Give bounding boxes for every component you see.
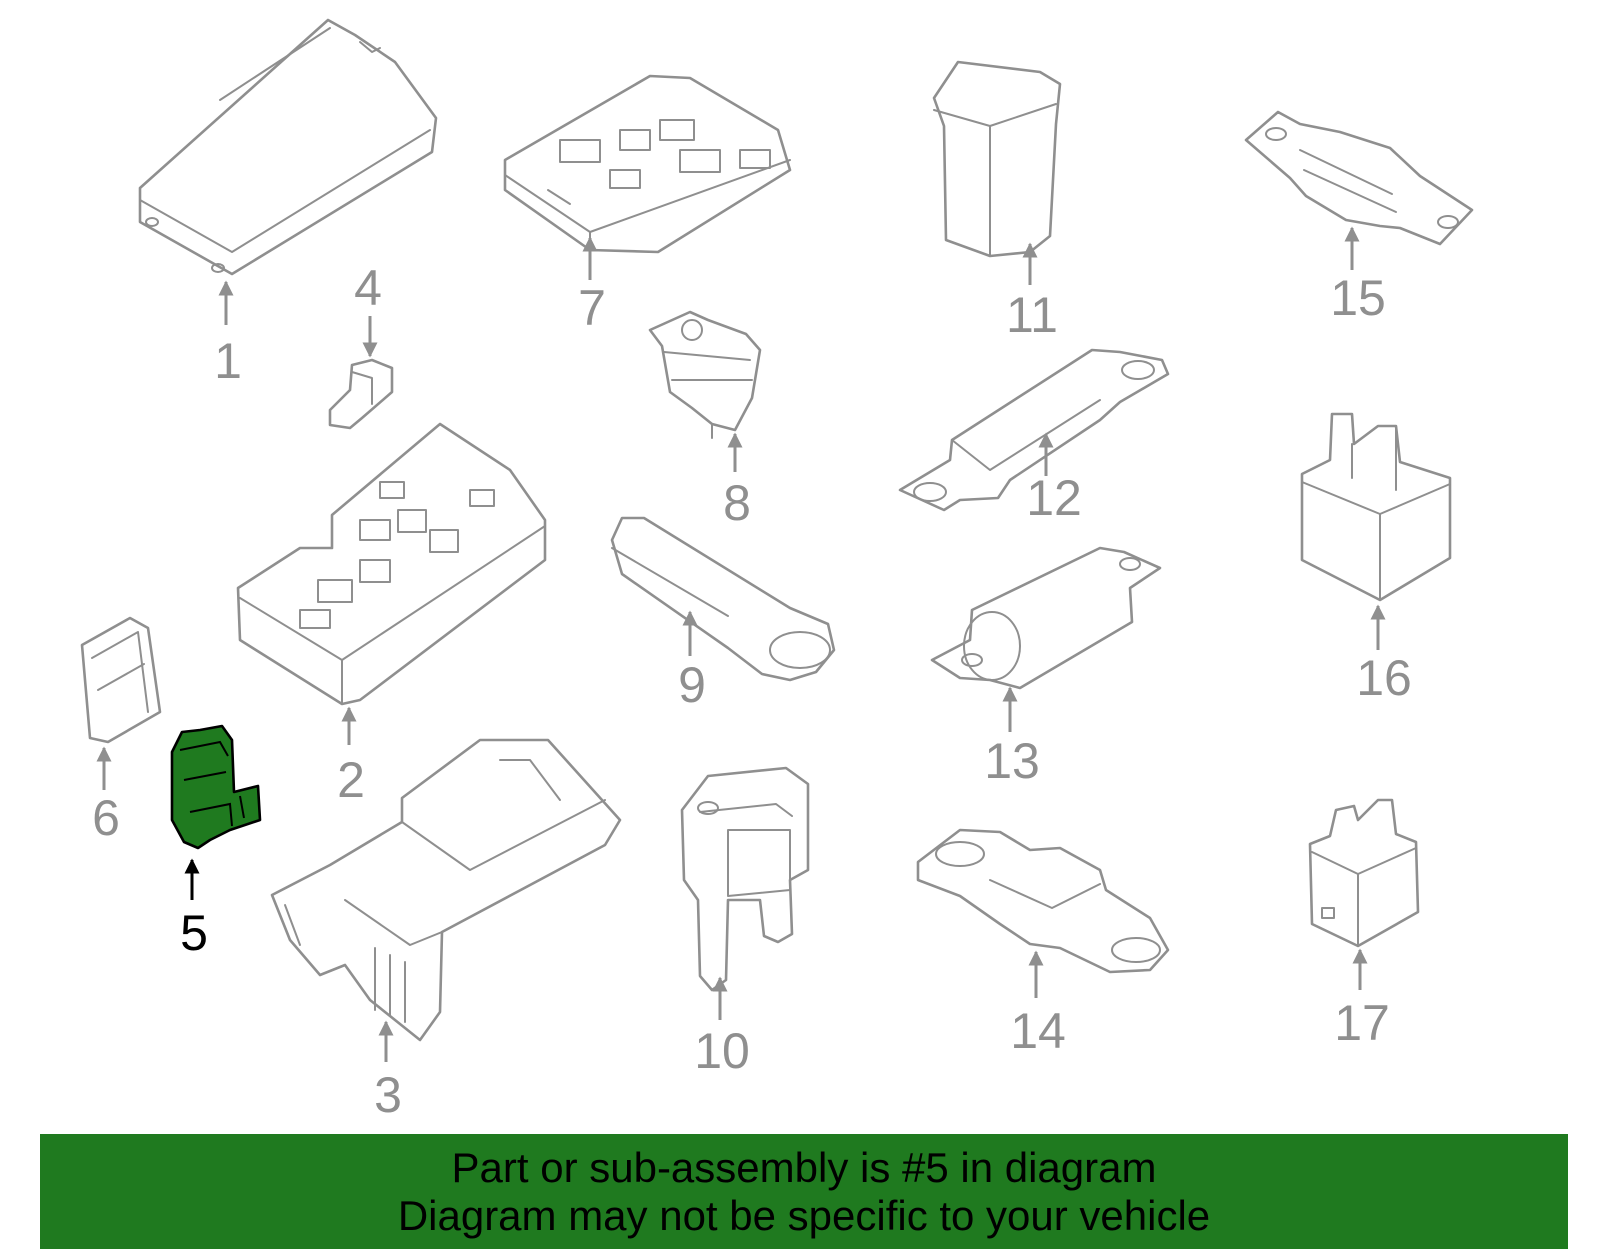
callout-9: 9 [678, 657, 706, 713]
callout-4: 4 [354, 260, 382, 316]
part-2-relay-box[interactable] [236, 422, 547, 706]
callout-14: 14 [1010, 1003, 1066, 1059]
part-7-fuse-module[interactable] [503, 74, 792, 254]
part-3-lower-tray[interactable] [270, 738, 622, 1042]
callout-11: 11 [1006, 287, 1058, 343]
part-4-clip[interactable] [328, 358, 394, 430]
part-11-cartridge-fuse[interactable] [932, 60, 1062, 258]
part-9-sleeve[interactable] [610, 516, 836, 682]
callout-16: 16 [1356, 650, 1412, 706]
callout-10: 10 [694, 1023, 750, 1079]
part-6-bracket[interactable] [80, 616, 162, 744]
banner-line-part: Part or sub-assembly is #5 in diagram [451, 1144, 1157, 1191]
part-13-cylinder-fuse[interactable] [930, 546, 1162, 690]
part-17-mini-relay[interactable] [1308, 798, 1420, 948]
callout-3: 3 [374, 1067, 402, 1123]
part-10-blade-fuse[interactable] [680, 766, 810, 992]
callout-6: 6 [92, 790, 120, 846]
callout-1: 1 [214, 333, 242, 389]
info-banner: Part or sub-assembly is #5 in diagram Di… [40, 1134, 1568, 1249]
callout-12: 12 [1026, 470, 1082, 526]
part-14-fusible-link[interactable] [916, 828, 1170, 974]
callout-13: 13 [984, 733, 1040, 789]
callout-15: 15 [1330, 270, 1386, 326]
callout-7: 7 [578, 280, 606, 336]
callout-8: 8 [723, 475, 751, 531]
callout-2: 2 [337, 752, 365, 808]
part-8-connector[interactable] [648, 310, 762, 439]
part-16-relay[interactable] [1300, 412, 1452, 602]
part-15-strip-fuse[interactable] [1244, 110, 1474, 246]
banner-line-disclaimer: Diagram may not be specific to your vehi… [397, 1192, 1211, 1239]
callout-17: 17 [1334, 995, 1390, 1051]
part-5-highlighted-component[interactable] [170, 724, 262, 850]
part-12-bolt-in-fuse[interactable] [898, 348, 1170, 512]
part-1-fuse-box-cover[interactable] [138, 18, 438, 276]
callout-5: 5 [180, 905, 208, 961]
